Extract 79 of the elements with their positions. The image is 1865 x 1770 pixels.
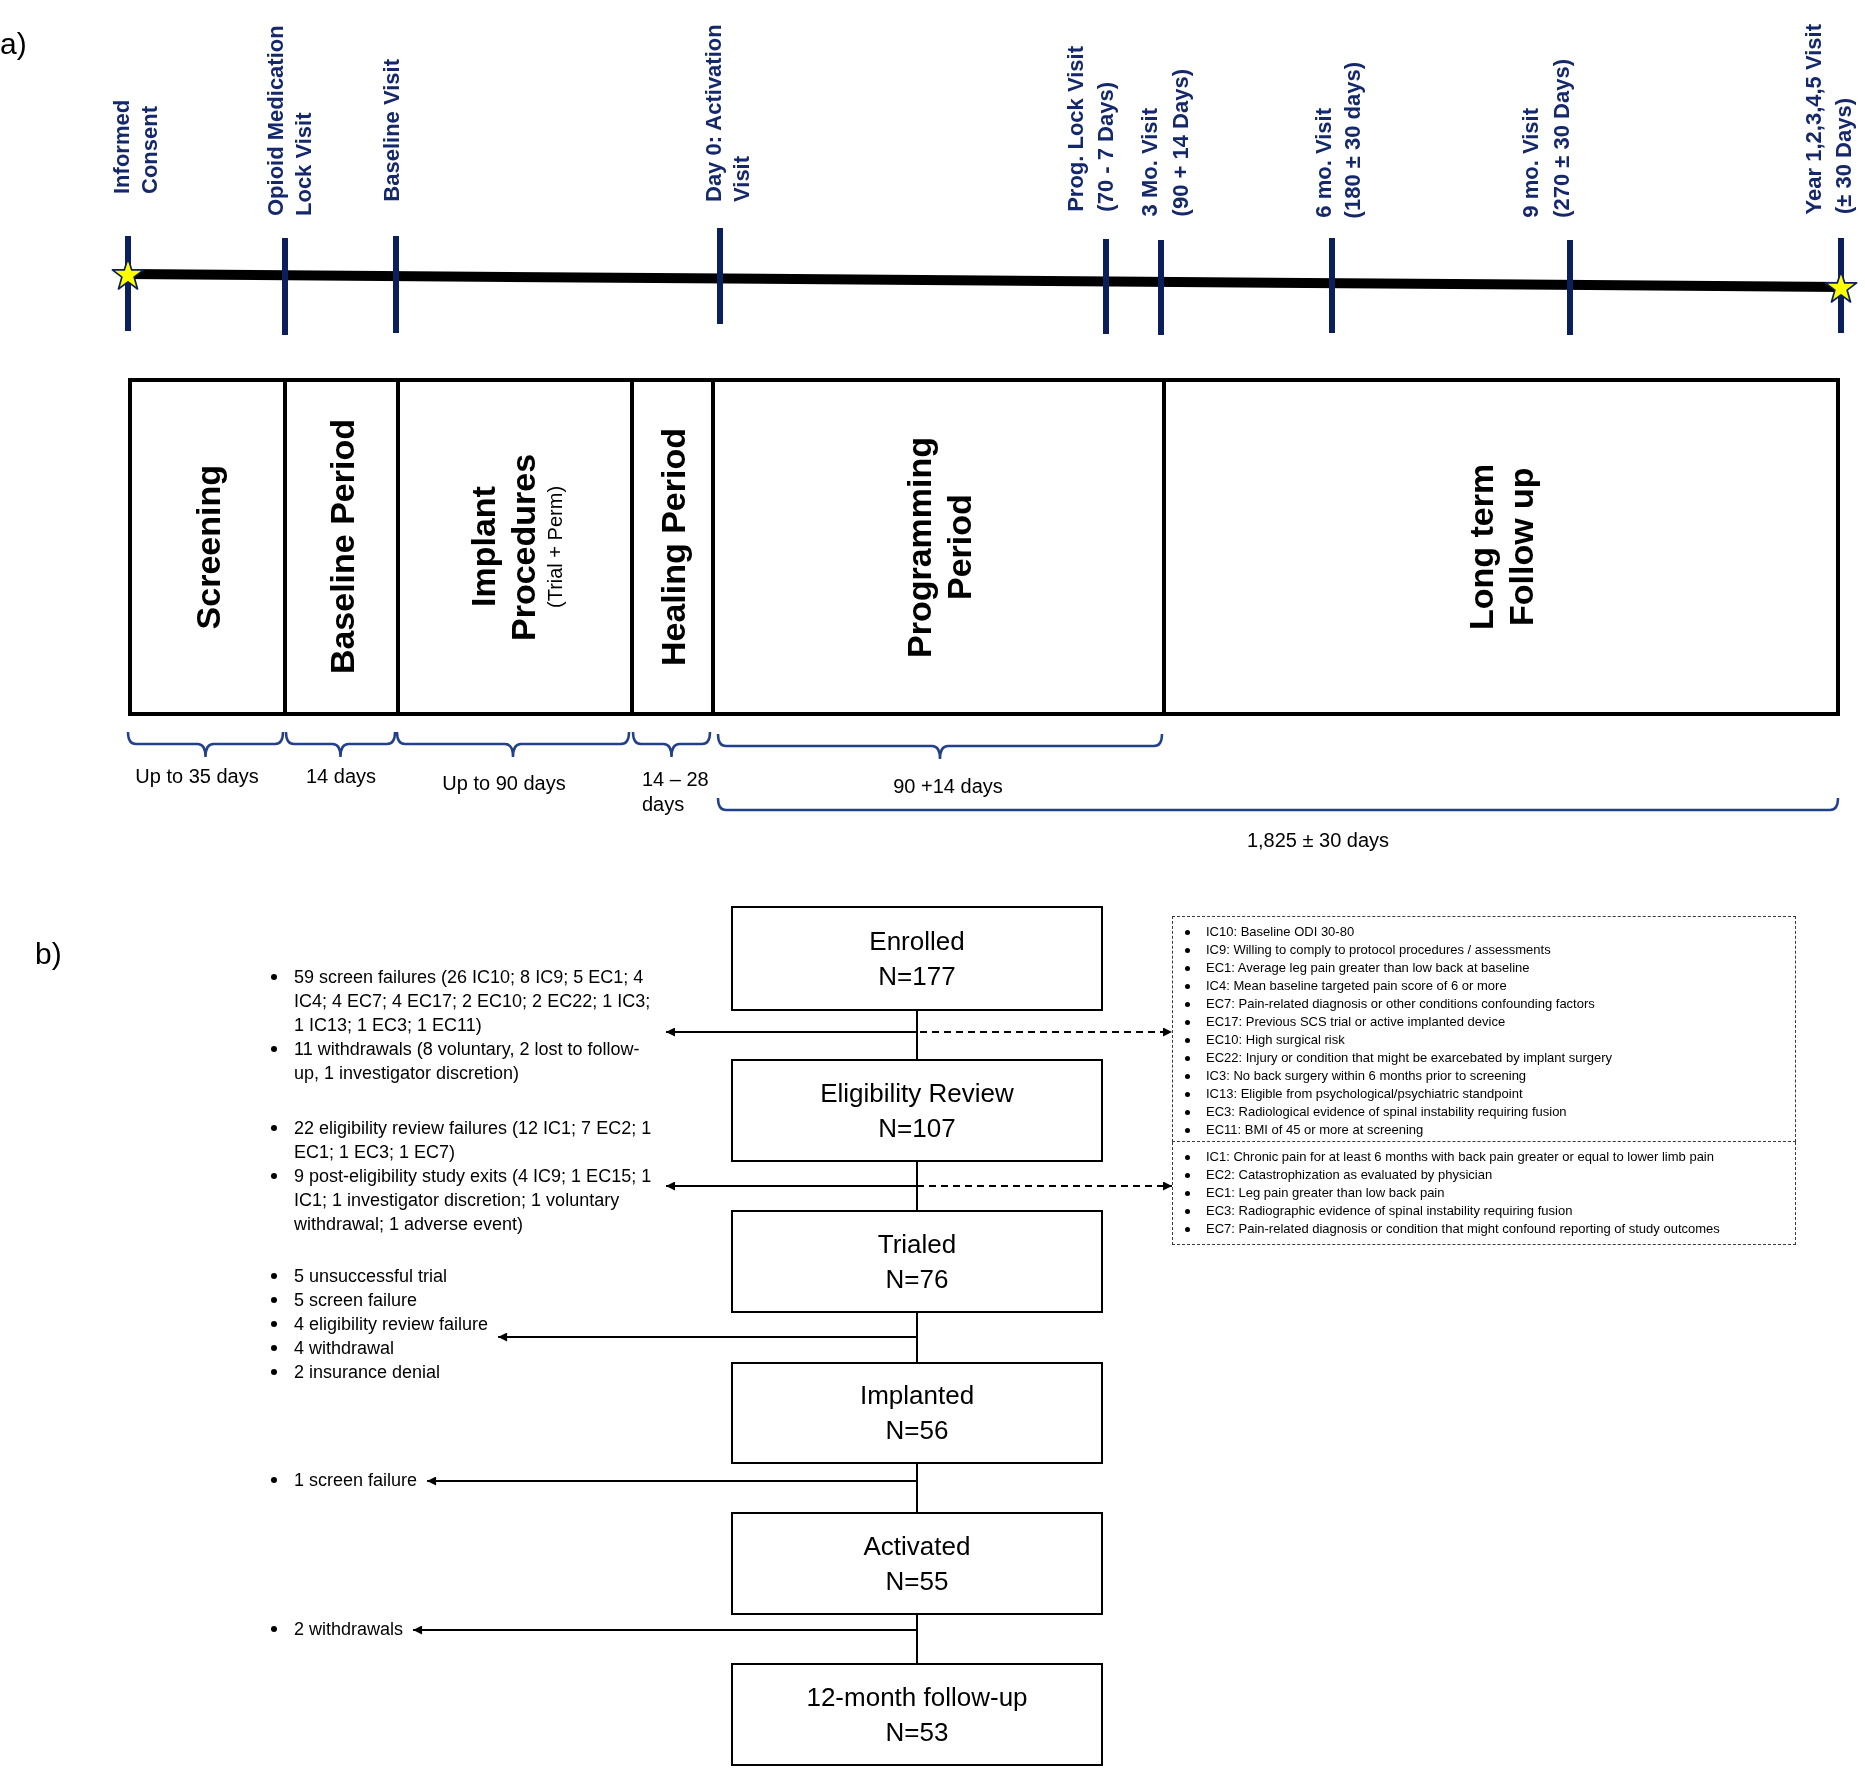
panel-label: a) [0, 26, 27, 62]
milestone-label: (± 30 Days) [1830, 98, 1857, 214]
criterion-text: IC10: Baseline ODI 30-80 [1206, 923, 1355, 941]
dropout-reason: 22 eligibility review failures (12 IC1; 7 EC2; 1 EC1; 1 EC3; 1 EC7) [294, 1117, 653, 1164]
milestone-label: (70 - 7 Days) [1092, 82, 1119, 212]
dropout-reason: 9 post-eligibility study exits (4 IC9; 1 EC15; 1 IC1; 1 investigator discretion; 1 voluntary withdrawal; 1 adverse event) [294, 1165, 653, 1236]
dropout-reason: 1 screen failure [294, 1469, 418, 1492]
duration-label: 1,825 ± 30 days [1246, 828, 1390, 853]
criterion-text: IC4: Mean baseline targeted pain score of 6 or more [1206, 977, 1507, 995]
milestone-label: Informed Consent [108, 98, 163, 194]
criterion-text: IC13: Eligible from psychological/psychiatric standpoint [1206, 1085, 1523, 1103]
process-box [731, 906, 1103, 1011]
participant-count: N=177 [878, 959, 956, 993]
stage-name: Eligibility Review [820, 1076, 1014, 1110]
phase-name: Implant Procedures [463, 452, 543, 643]
process-box [731, 1059, 1103, 1162]
milestone-label: Day 0: Activation Visit [700, 23, 755, 202]
phase-name: Screening [187, 464, 228, 630]
participant-count: N=53 [885, 1715, 949, 1749]
duration-label: 90 +14 days [893, 774, 1003, 799]
dropout-reason: 4 withdrawal [294, 1337, 395, 1360]
milestone-label: 9 mo. Visit [1517, 108, 1544, 218]
process-box [731, 1362, 1103, 1464]
criterion-text: IC9: Willing to comply to protocol procedures / assessments [1206, 941, 1551, 959]
milestone-label: Opioid Medication Lock Visit [262, 24, 317, 216]
duration-label: Up to 90 days [442, 771, 566, 796]
duration-label: 14 days [305, 764, 377, 789]
stage-name: Implanted [859, 1379, 975, 1412]
phase-note: (Trial + Perm) [543, 486, 567, 609]
phase-name: Programming Period [898, 435, 979, 660]
criterion-text: EC22: Injury or condition that might be exarcebated by implant surgery [1206, 1049, 1613, 1067]
dropout-reason: 11 withdrawals (8 voluntary, 2 lost to follow-up, 1 investigator discretion) [294, 1038, 641, 1085]
criterion-text: EC11: BMI of 45 or more at screening [1206, 1121, 1424, 1139]
criterion-text: EC17: Previous SCS trial or active implanted device [1206, 1013, 1506, 1031]
phase-name: Baseline Period [321, 419, 362, 675]
criterion-text: EC7: Pain-related diagnosis or other conditions confounding factors [1206, 995, 1595, 1013]
criterion-text: EC7: Pain-related diagnosis or condition that might confound reporting of study outcomes [1206, 1220, 1720, 1238]
dropout-reason: 5 unsuccessful trial [294, 1265, 448, 1288]
duration-label: Up to 35 days [135, 764, 259, 789]
milestone-label: 6 mo. Visit [1310, 108, 1337, 218]
duration-label: 14 – 28 days [642, 767, 710, 817]
milestone-label: (180 ± 30 days) [1339, 61, 1366, 218]
dropout-reason: 4 eligibility review failure [294, 1313, 489, 1336]
participant-count: N=55 [885, 1564, 949, 1598]
stage-name: Enrolled [869, 924, 965, 958]
process-box [731, 1210, 1103, 1313]
dashed-arrow [916, 1161, 1173, 1191]
criterion-text: IC1: Chronic pain for at least 6 months with back pain greater or equal to lower limb pain [1206, 1148, 1714, 1166]
milestone-label: 3 Mo. Visit [1136, 107, 1163, 216]
milestone-label: (90 + 14 Days) [1167, 68, 1194, 216]
criterion-text: EC10: High surgical risk [1206, 1031, 1345, 1049]
dropout-reason: 2 withdrawals [294, 1618, 404, 1641]
panel-label: b) [35, 936, 62, 972]
stage-name: 12-month follow-up [806, 1680, 1028, 1714]
criterion-text: EC1: Leg pain greater than low back pain [1206, 1184, 1445, 1202]
dropout-reason: 59 screen failures (26 IC10; 8 IC9; 5 EC1; 4 IC4; 4 EC7; 4 EC17; 2 EC10; 2 EC22; 1 IC3; 1 IC13; 1 EC3; 1 EC11) [294, 966, 652, 1037]
dropout-reason: 2 insurance denial [294, 1361, 441, 1384]
criterion-text: IC3: No back surgery within 6 months prior to screening [1206, 1067, 1527, 1085]
criterion-text: EC3: Radiological evidence of spinal instability requiring fusion [1206, 1103, 1567, 1121]
phase-name: Long term Follow up [1461, 462, 1541, 633]
criterion-text: EC3: Radiographic evidence of spinal instability requiring fusion [1206, 1202, 1573, 1220]
dashed-arrow [916, 1010, 1173, 1037]
milestone-label: Prog. Lock Visit [1062, 46, 1089, 212]
process-box [731, 1663, 1103, 1766]
phase-name: Healing Period [652, 427, 693, 667]
milestone-label: Baseline Visit [378, 59, 405, 202]
milestone-label: Year 1,2,3,4,5 Visit [1800, 23, 1827, 214]
criterion-text: EC2: Catastrophization as evaluated by physician [1206, 1166, 1493, 1184]
criteria-box [1172, 916, 1796, 1142]
criterion-text: EC1: Average leg pain greater than low back at baseline [1206, 959, 1530, 977]
participant-count: N=107 [878, 1111, 956, 1145]
participant-count: N=56 [885, 1414, 949, 1447]
participant-count: N=76 [885, 1262, 949, 1296]
dropout-reason: 5 screen failure [294, 1289, 418, 1312]
process-box [731, 1512, 1103, 1615]
stage-name: Trialed [877, 1227, 957, 1261]
criteria-box [1172, 1142, 1796, 1245]
milestone-label: (270 ± 30 Days) [1548, 59, 1575, 218]
stage-name: Activated [863, 1529, 971, 1563]
